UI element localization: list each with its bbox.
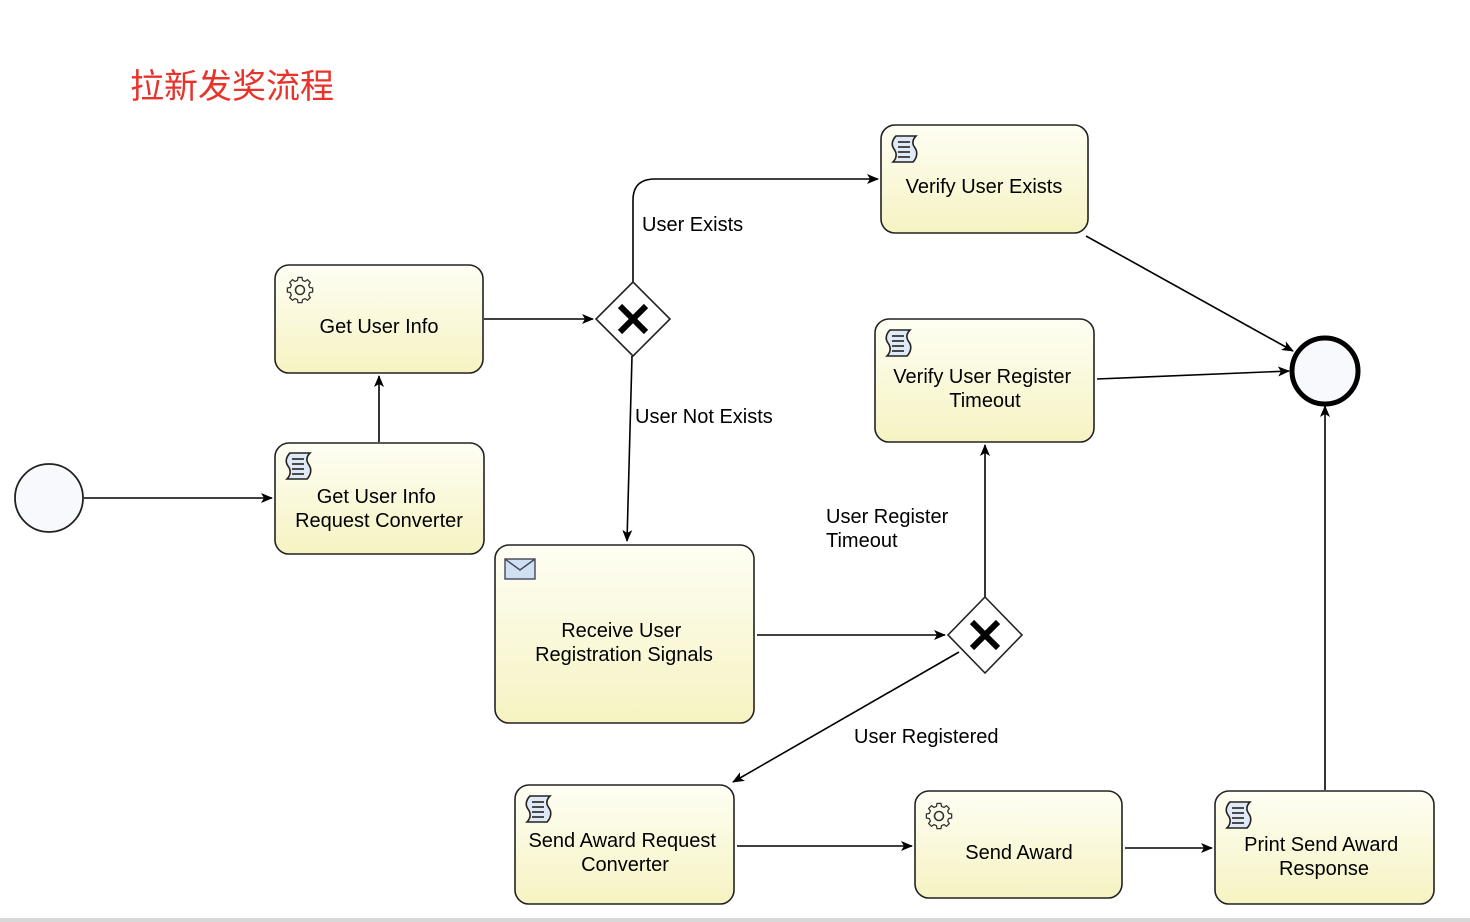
task-send-award-request-converter[interactable]: Send Award Request Converter — [514, 784, 735, 905]
x-mark-icon — [969, 619, 1001, 651]
script-icon — [891, 135, 918, 163]
flow-gateway-to-verify-user-exists — [632, 174, 879, 282]
flow-verify-timeout-to-end — [1096, 366, 1290, 380]
flow-gateway-to-receive-signals — [622, 355, 633, 542]
end-event[interactable] — [1289, 335, 1361, 407]
task-label: Print Send Award Response — [1244, 834, 1404, 880]
task-label: Get User Info — [320, 316, 439, 338]
task-verify-user-exists[interactable]: Verify User Exists — [880, 124, 1089, 234]
edge-label-user-exists: User Exists — [642, 214, 743, 236]
task-label: Send Award Request Converter — [528, 830, 721, 876]
x-mark-icon — [617, 303, 649, 335]
exclusive-gateway-registration-check[interactable] — [946, 595, 1024, 675]
task-label: Verify User Register Timeout — [893, 366, 1076, 412]
flow-verify-user-exists-to-end — [1085, 235, 1294, 352]
edge-label-user-register-timeout: User Register Timeout — [826, 506, 954, 552]
script-icon — [1225, 801, 1252, 829]
script-icon — [525, 795, 552, 823]
start-event[interactable] — [14, 463, 84, 533]
task-send-award[interactable]: Send Award — [914, 790, 1123, 899]
bottom-divider — [0, 918, 1470, 922]
task-verify-user-register-timeout[interactable]: Verify User Register Timeout — [874, 318, 1095, 443]
task-label: Send Award — [965, 842, 1073, 864]
script-icon — [285, 452, 312, 480]
task-get-user-info[interactable]: Get User Info — [274, 264, 484, 374]
diagram-title: 拉新发奖流程 — [130, 67, 334, 107]
task-label: Get User Info Request Converter — [295, 486, 463, 532]
task-label: Verify User Exists — [906, 176, 1063, 198]
task-label: Receive User Registration Signals — [535, 620, 713, 666]
edge-label-user-not-exists: User Not Exists — [635, 406, 773, 428]
exclusive-gateway-user-check[interactable] — [594, 280, 672, 358]
edge-label-user-registered: User Registered — [854, 726, 999, 748]
sequence-flows — [84, 174, 1330, 853]
task-print-send-award-response[interactable]: Print Send Award Response — [1214, 790, 1435, 905]
envelope-icon — [504, 558, 536, 580]
task-get-user-info-request-converter[interactable]: Get User Info Request Converter — [274, 442, 485, 555]
task-receive-user-registration-signals[interactable]: Receive User Registration Signals — [494, 544, 755, 724]
script-icon — [885, 329, 912, 357]
flow-gateway-to-send-award-converter — [732, 651, 960, 783]
